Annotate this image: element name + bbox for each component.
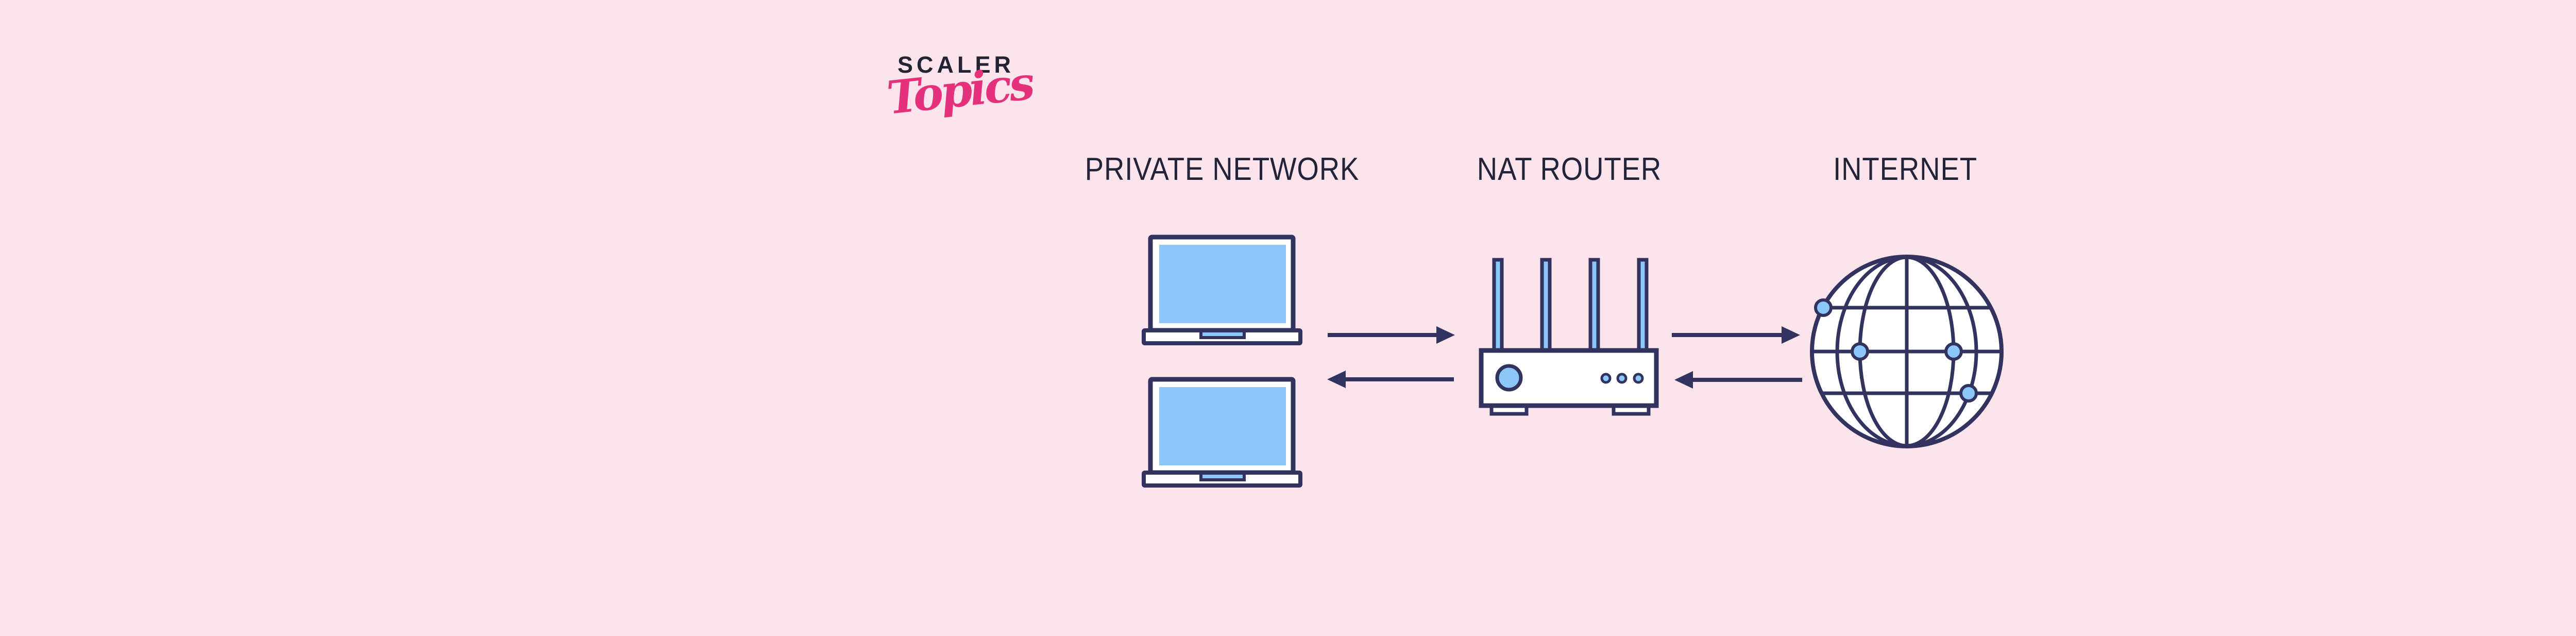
heading-internet: INTERNET <box>1833 152 1977 187</box>
router-antenna <box>1492 258 1504 355</box>
heading-nat-router: NAT ROUTER <box>1477 152 1662 187</box>
arrow-right-icon <box>1328 326 1455 344</box>
router-power-button <box>1495 364 1523 392</box>
laptop-icon <box>1142 235 1302 345</box>
logo-brand-text: SCALER <box>897 52 1015 78</box>
globe-node-dot <box>1959 384 1978 403</box>
arrow-left-icon <box>1674 371 1802 389</box>
wifi-router-icon <box>1479 258 1659 416</box>
router-led <box>1600 373 1612 384</box>
laptop-screen <box>1159 245 1286 323</box>
router-antenna <box>1637 258 1649 355</box>
globe-node-dot <box>1944 342 1963 361</box>
router-led <box>1633 373 1644 384</box>
globe-node-dot <box>1814 298 1833 317</box>
router-led <box>1616 373 1628 384</box>
router-antenna <box>1540 258 1552 355</box>
globe-icon <box>1810 255 2004 448</box>
arrow-left-icon <box>1327 371 1454 388</box>
heading-private-network: PRIVATE NETWORK <box>1084 152 1360 187</box>
laptop-icon <box>1144 379 1300 486</box>
router-antenna <box>1588 258 1600 355</box>
laptop-trackpad-notch <box>1199 329 1246 339</box>
arrow-right-icon <box>1672 326 1800 344</box>
globe-node-dot <box>1851 342 1869 361</box>
